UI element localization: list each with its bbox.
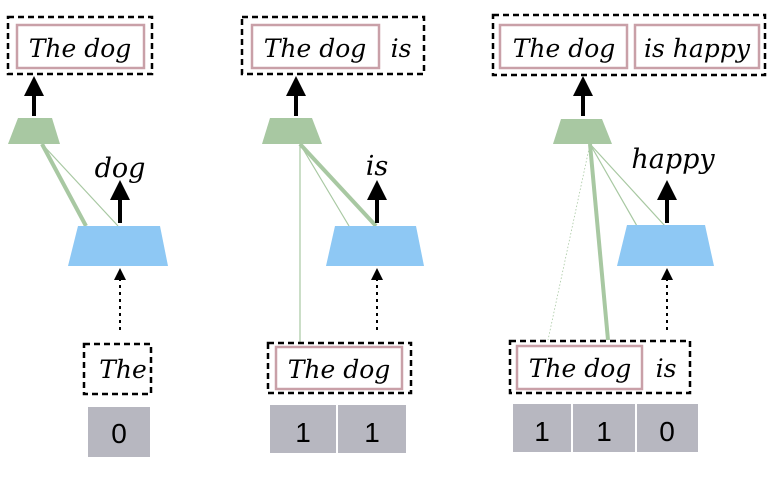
- composer-trapezoid: [262, 118, 322, 144]
- output-token-label: is: [391, 34, 412, 63]
- bit-box: [88, 407, 150, 457]
- bit-box: [513, 404, 571, 452]
- output-token-box: [633, 23, 761, 70]
- panel-3: The dog is happy happy The dog is 1 1 0: [491, 13, 767, 452]
- input-sequence-box: [508, 339, 692, 395]
- input-sequence-box: [82, 342, 153, 396]
- output-token-label: The dog: [513, 34, 616, 63]
- encoder-trapezoid: [68, 226, 168, 266]
- predicted-word: dog: [95, 153, 146, 184]
- attention-line: [589, 143, 638, 227]
- encoder-trapezoid: [326, 226, 424, 266]
- panel-1: The dog dog The 0: [6, 15, 168, 457]
- bit-box: [338, 405, 406, 453]
- input-token-label: The dog: [288, 355, 391, 384]
- attention-line: [298, 142, 378, 228]
- input-sequence-box: [266, 341, 413, 395]
- panel-2: The dog is is The dog 1 1: [240, 15, 426, 453]
- output-token-box: [498, 23, 629, 70]
- bit-box: [637, 404, 698, 452]
- bit-label: 1: [534, 416, 550, 447]
- bit-label: 1: [596, 416, 612, 447]
- output-token-box: [15, 23, 146, 70]
- output-token-label: The dog: [264, 34, 367, 63]
- output-token-label: is happy: [644, 34, 751, 63]
- attention-line: [588, 143, 610, 341]
- output-token-box: [250, 23, 381, 70]
- bit-label: 0: [111, 418, 127, 449]
- output-token-label: The dog: [29, 34, 132, 63]
- attention-line: [40, 143, 88, 227]
- attention-line: [299, 143, 350, 227]
- attention-line: [547, 143, 591, 341]
- input-token-box: [274, 345, 404, 391]
- input-token-label: The dog: [529, 354, 632, 383]
- bit-box: [270, 405, 336, 453]
- encoder-trapezoid: [617, 225, 714, 266]
- output-sequence-box: [240, 15, 426, 76]
- bit-label: 0: [659, 416, 675, 447]
- output-sequence-box: [491, 13, 767, 77]
- composer-trapezoid: [553, 119, 612, 144]
- predicted-word: is: [366, 151, 389, 182]
- bit-box: [573, 404, 635, 452]
- predicted-word: happy: [631, 144, 715, 175]
- bit-label: 1: [295, 417, 311, 448]
- attention-line: [41, 143, 119, 227]
- input-token-label: is: [656, 354, 677, 383]
- input-token-box: [515, 344, 644, 391]
- attention-line: [589, 143, 666, 227]
- composer-trapezoid: [8, 118, 60, 144]
- input-token-label: The: [99, 355, 147, 384]
- output-sequence-box: [6, 15, 154, 76]
- bit-label: 1: [364, 417, 380, 448]
